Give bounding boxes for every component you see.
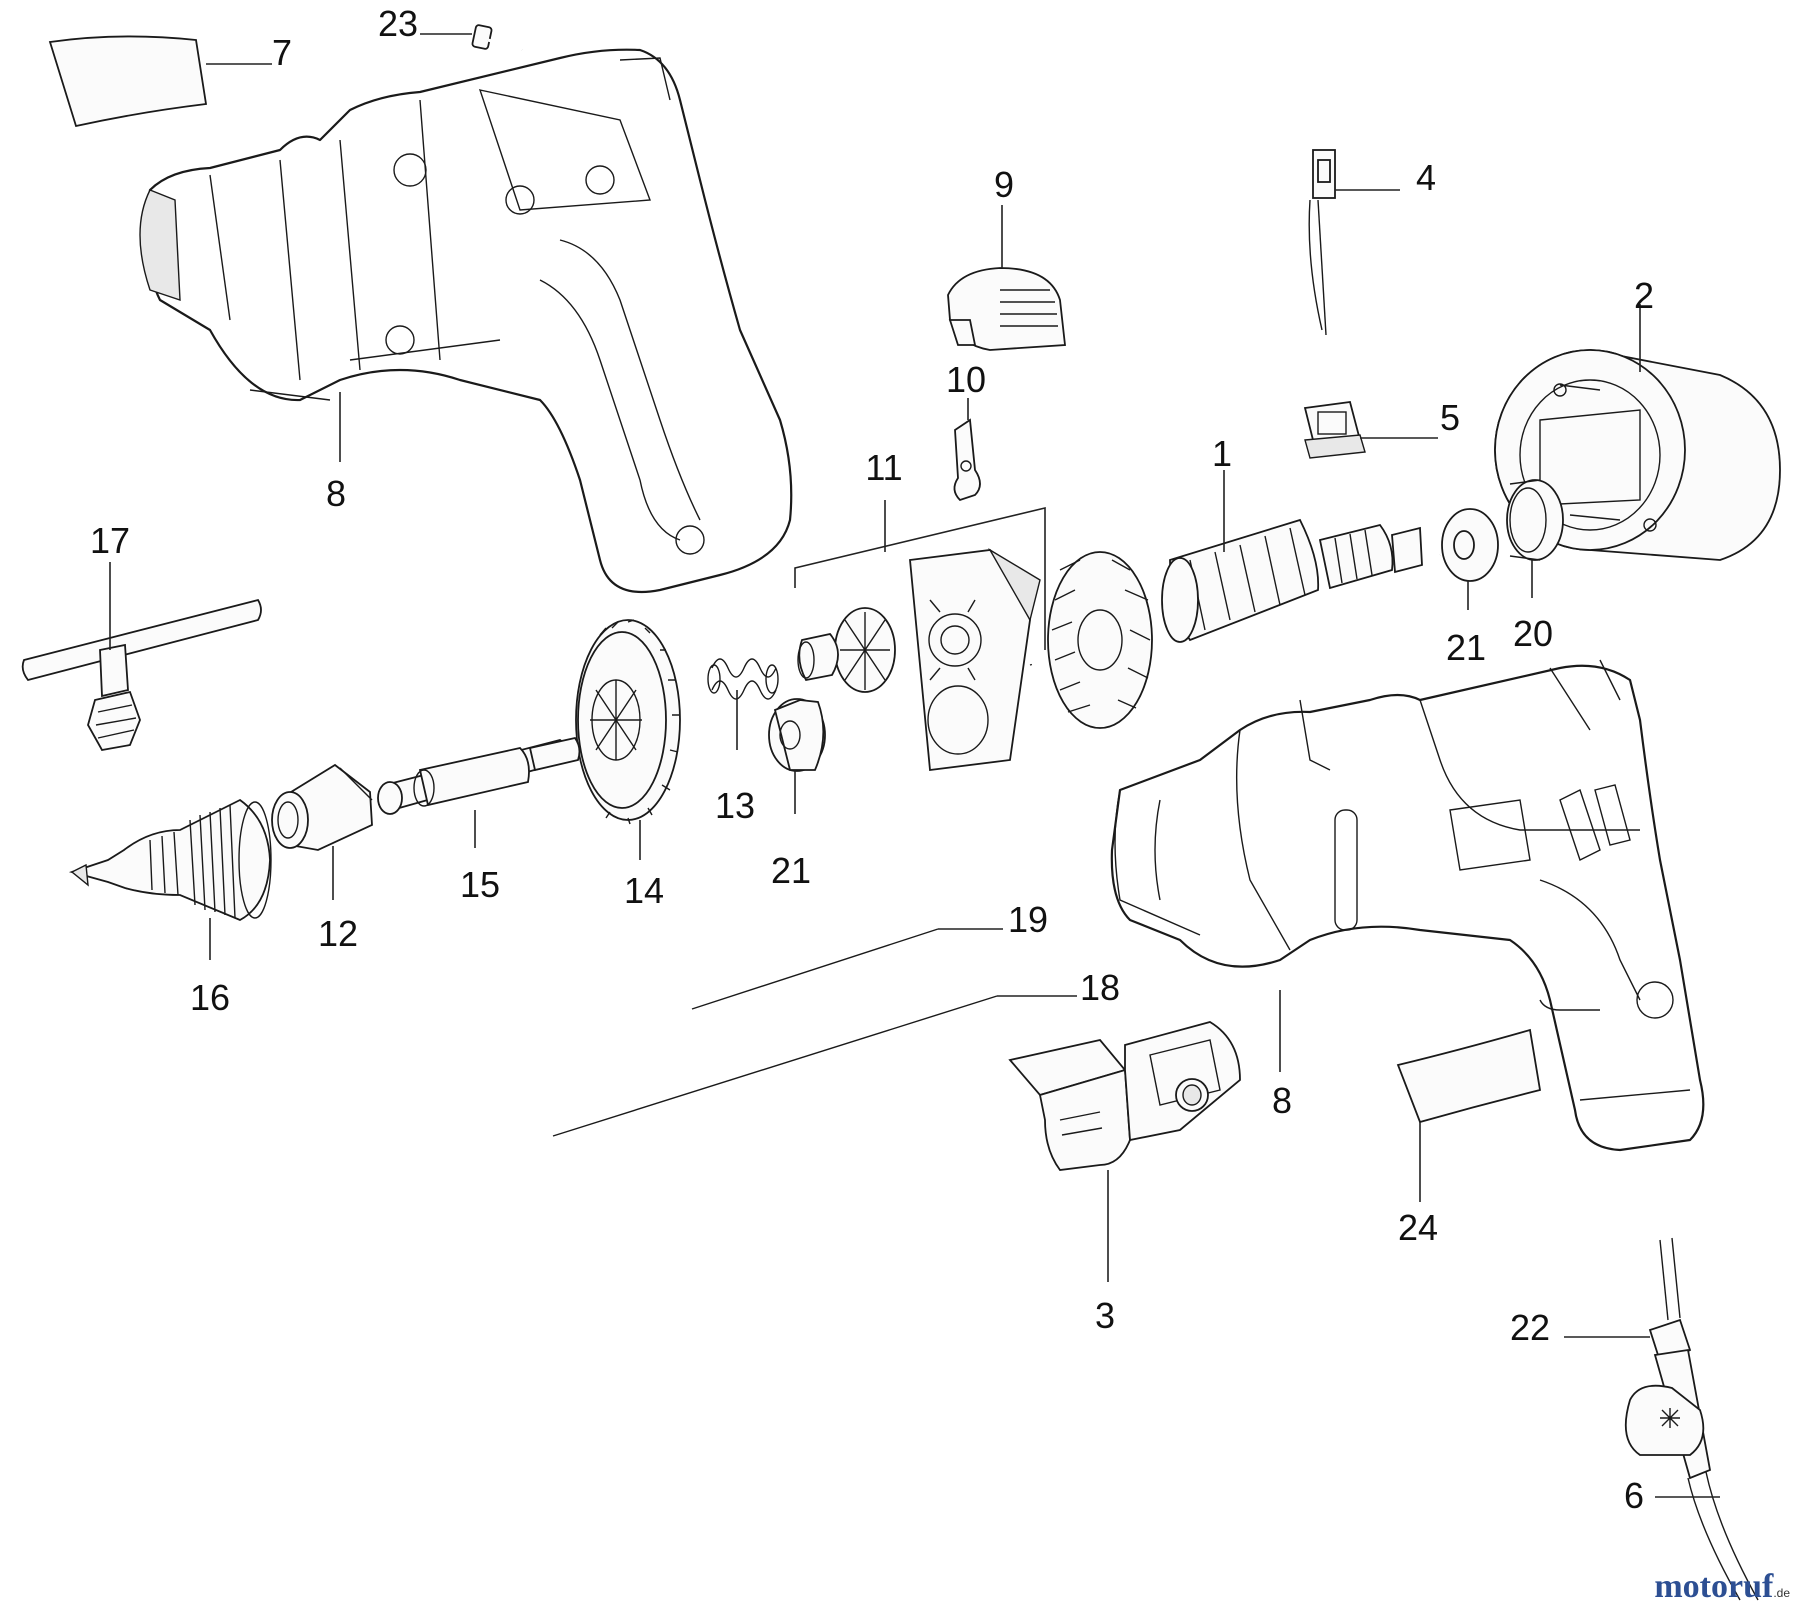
chuck-knurl bbox=[189, 804, 236, 919]
part-14-main-gear bbox=[575, 619, 681, 825]
part-3-trigger-switch bbox=[1008, 1021, 1241, 1171]
label-part-8-top: 8 bbox=[326, 473, 346, 514]
label-part-6: 6 bbox=[1624, 1475, 1644, 1516]
label-part-9: 9 bbox=[994, 164, 1014, 205]
label-part-13: 13 bbox=[715, 785, 755, 826]
watermark-suffix: .de bbox=[1773, 1586, 1790, 1600]
label-part-1: 1 bbox=[1212, 433, 1232, 474]
label-part-12: 12 bbox=[318, 913, 358, 954]
label-part-14: 14 bbox=[624, 870, 664, 911]
label-part-22: 22 bbox=[1510, 1307, 1550, 1348]
watermark-brand: motoruf bbox=[1654, 1568, 1774, 1605]
label-part-15: 15 bbox=[460, 864, 500, 905]
label-part-2: 2 bbox=[1634, 275, 1654, 316]
label-part-7: 7 bbox=[272, 32, 292, 73]
label-part-10: 10 bbox=[946, 359, 986, 400]
part-7-label-plate bbox=[48, 35, 208, 128]
part-16-drill-chuck bbox=[68, 798, 272, 921]
label-part-18: 18 bbox=[1080, 967, 1120, 1008]
part-6-power-cord bbox=[1687, 1471, 1759, 1601]
part-22-strain-relief bbox=[1624, 1237, 1712, 1480]
label-part-24: 24 bbox=[1398, 1207, 1438, 1248]
part-20-bushing bbox=[1506, 479, 1564, 561]
part-8-housing-right-half bbox=[1110, 659, 1705, 1152]
label-part-21-right: 21 bbox=[1446, 627, 1486, 668]
part-17-chuck-key bbox=[21, 598, 262, 751]
part-12-spindle-bushing bbox=[271, 763, 373, 851]
part-19-pin bbox=[691, 928, 939, 1010]
part-15-spindle bbox=[377, 736, 581, 815]
label-part-11: 11 bbox=[865, 447, 902, 488]
label-part-21-left: 21 bbox=[771, 850, 811, 891]
part-21-bearing-left bbox=[768, 698, 826, 772]
part-9-switch-cap bbox=[947, 267, 1066, 351]
part-5-brush-box bbox=[1303, 401, 1366, 459]
label-part-16: 16 bbox=[190, 977, 230, 1018]
part-1-armature bbox=[1029, 518, 1442, 729]
part-11-gear-housing-assembly bbox=[794, 506, 1046, 772]
part-4-carbon-brush bbox=[1308, 149, 1336, 336]
part-21-bearing-right bbox=[1441, 508, 1499, 582]
part-23-screw bbox=[471, 24, 523, 52]
label-part-4: 4 bbox=[1416, 157, 1436, 198]
part-18-pin bbox=[552, 995, 998, 1137]
label-part-17: 17 bbox=[90, 520, 130, 561]
leader-lines bbox=[109, 33, 1720, 1498]
label-part-20: 20 bbox=[1513, 613, 1553, 654]
part-13-spring bbox=[707, 658, 779, 700]
part-10-lever bbox=[953, 418, 981, 502]
armature-fan-blades bbox=[1051, 559, 1151, 713]
gear-teeth bbox=[599, 619, 680, 825]
part-24-label bbox=[1396, 1028, 1542, 1124]
motoruf-watermark: motoruf.de bbox=[1654, 1568, 1790, 1606]
label-part-8-bottom: 8 bbox=[1272, 1080, 1292, 1121]
label-part-3: 3 bbox=[1095, 1295, 1115, 1336]
label-part-19: 19 bbox=[1008, 899, 1048, 940]
label-part-23: 23 bbox=[378, 3, 418, 44]
label-part-5: 5 bbox=[1440, 397, 1460, 438]
part-number-labels: 7 23 8 9 10 11 1 4 5 2 20 21 13 21 14 15… bbox=[90, 3, 1654, 1516]
part-8-housing-left-half bbox=[139, 48, 793, 594]
